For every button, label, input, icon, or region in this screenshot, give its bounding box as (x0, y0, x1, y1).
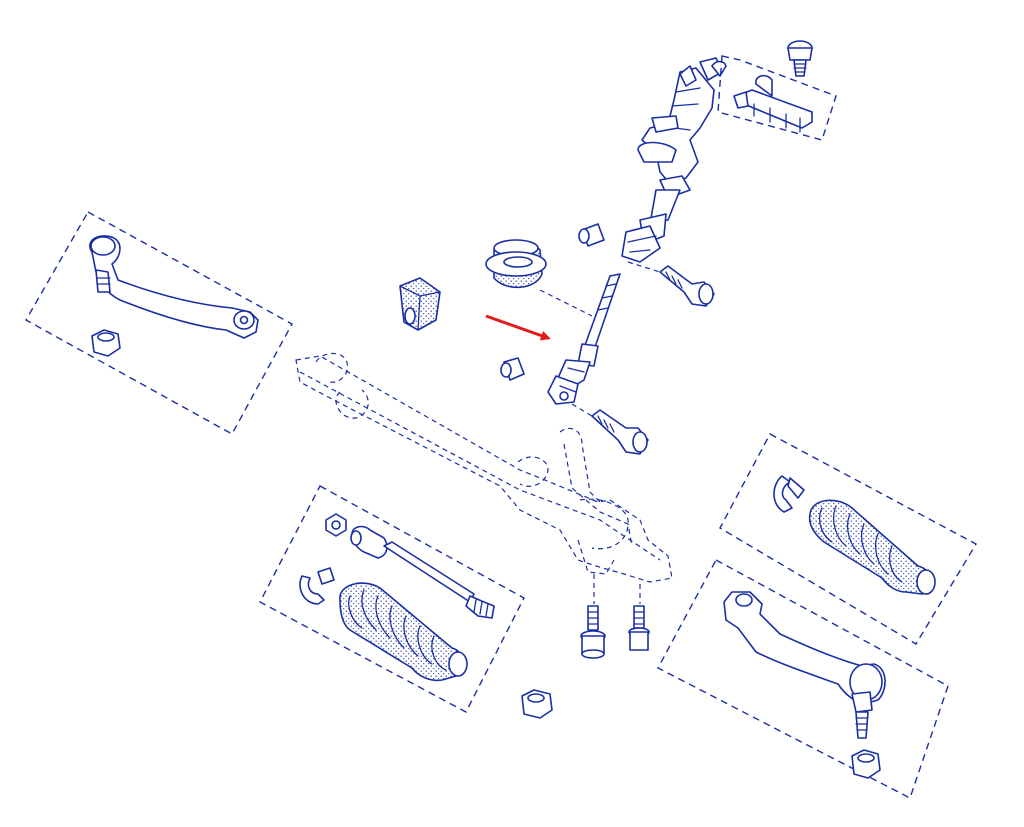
column-bracket-box (717, 55, 837, 141)
column-bushing (578, 223, 605, 247)
upper-pinch-bolt (627, 261, 715, 307)
left-inner-tie-rod (350, 525, 495, 619)
rack-mounting-bolt-right (628, 584, 650, 651)
left-tie-rod-end (89, 235, 259, 339)
left-tie-rod-nut (91, 329, 121, 357)
left-inner-tie-rod-box (259, 485, 525, 713)
steering-rack-housing (295, 352, 673, 583)
loose-lock-nut (521, 689, 553, 719)
column-mount-bracket-group (717, 40, 837, 141)
lower-pinch-bolt (571, 403, 649, 455)
left-inner-tie-rod-group (259, 485, 525, 713)
right-tie-rod-nut (851, 749, 881, 779)
rubber-insulator-block (399, 277, 441, 331)
bracket-bolt (787, 40, 813, 77)
right-tie-rod-end-group (657, 559, 949, 799)
steering-column (621, 57, 727, 263)
left-tie-rod-washer (325, 513, 347, 537)
left-boot-clamp (299, 567, 335, 605)
right-tie-rod-end (723, 591, 886, 739)
right-boot-box (719, 433, 977, 645)
shaft-bushing (500, 357, 525, 381)
intermediate-shaft (547, 273, 621, 405)
left-tie-rod-end-group (25, 211, 293, 435)
left-steering-rack-boot (339, 582, 468, 682)
pointer-arrow (485, 314, 551, 341)
right-tie-rod-end-box (657, 559, 949, 799)
right-steering-rack-boot (808, 499, 936, 595)
right-boot-group (719, 433, 977, 645)
right-boot-clamp (773, 475, 805, 513)
dust-seal-grommet (485, 239, 593, 317)
column-mount-bracket (733, 74, 813, 133)
rack-mounting-bolt-left (580, 574, 606, 659)
